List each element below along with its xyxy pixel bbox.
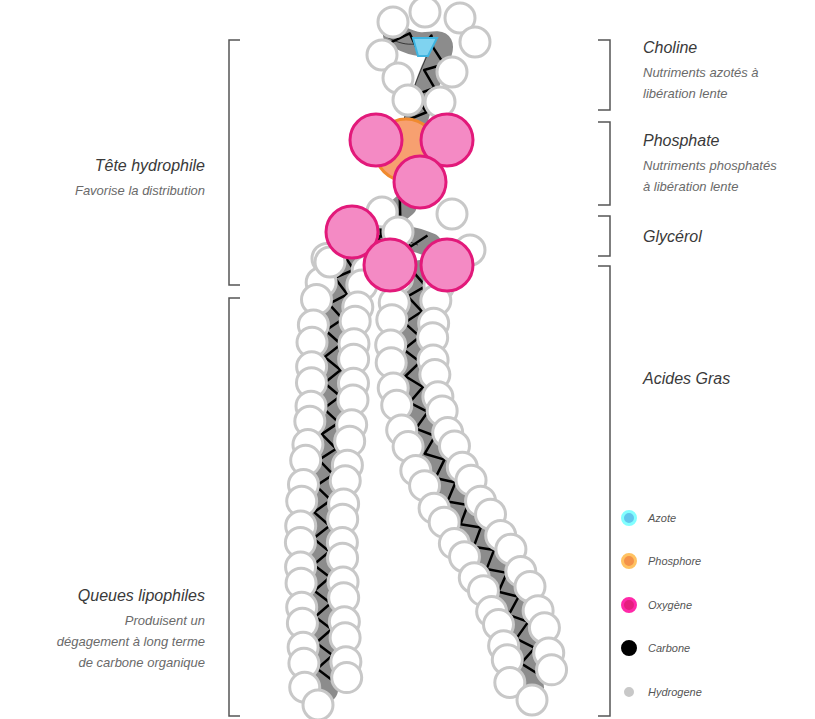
nitrogen-atom: [413, 38, 437, 56]
hydrogen-atom: [537, 655, 567, 685]
legend-text: Phosphore: [648, 554, 701, 568]
legend-text: Oxygène: [648, 598, 692, 612]
part-note: Nutriments azotés à libération lente: [643, 62, 773, 104]
hydrogen-atom: [425, 87, 455, 117]
legend-swatch: [623, 555, 636, 568]
legend-swatch: [623, 642, 636, 655]
part-note: Favorise la distribution: [75, 180, 205, 201]
legend-swatch: [623, 599, 636, 612]
oxygen-atom: [421, 239, 473, 291]
legend-text: Azote: [648, 511, 676, 525]
hydrogen-atom: [393, 85, 423, 115]
part-label: Glycérol: [643, 227, 702, 247]
part-label: Phosphate: [643, 131, 720, 151]
legend-text: Hydrogene: [648, 685, 702, 699]
carbon-bonds: [404, 271, 539, 675]
legend-swatch: [623, 686, 636, 699]
bracket: [229, 298, 240, 716]
hydrogen-atom: [332, 663, 362, 693]
oxygen-atom: [364, 239, 416, 291]
oxygen-atom: [394, 156, 446, 208]
oxygen-atom: [350, 114, 402, 166]
hydrogen-atom: [437, 57, 467, 87]
phospholipid: [285, 0, 566, 719]
carbon-edge: [400, 272, 520, 688]
hydrogen-atoms: [285, 0, 566, 719]
brackets: [229, 40, 610, 716]
carbon-chains: [309, 33, 538, 690]
part-label: Tête hydrophile: [95, 156, 205, 176]
part-note: Produisent un dégagement à long terme de…: [55, 610, 205, 673]
bracket: [598, 266, 610, 716]
part-note: Nutriments phosphatés à libération lente: [643, 155, 781, 197]
hydrogen-atom: [517, 685, 547, 715]
bracket: [229, 40, 240, 285]
bracket: [598, 216, 610, 256]
bracket: [598, 122, 610, 205]
heavy-atoms: [326, 38, 473, 291]
hydrogen-atom: [437, 199, 467, 229]
legend: [623, 512, 636, 699]
hydrogen-atom: [378, 7, 408, 37]
legend-swatch: [623, 512, 636, 525]
legend-text: Carbone: [648, 641, 690, 655]
hydrogen-atom: [460, 27, 490, 57]
part-label: Acides Gras: [643, 369, 730, 389]
part-label: Choline: [643, 38, 697, 58]
part-label: Queues lipophiles: [78, 586, 205, 606]
hydrogen-atom: [303, 690, 333, 719]
bracket: [598, 40, 610, 110]
hydrogen-atom: [410, 0, 440, 27]
